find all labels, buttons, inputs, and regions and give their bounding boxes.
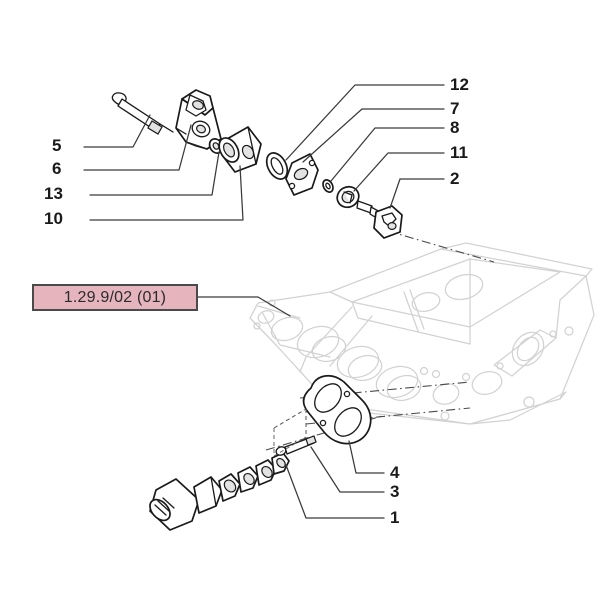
leader-2	[389, 178, 445, 209]
part-number-label: 1.29.9/02 (01)	[63, 288, 167, 306]
leader-10	[89, 165, 244, 221]
part-8-oring	[322, 179, 334, 193]
leader-7	[302, 108, 445, 163]
centerline-upper	[387, 230, 495, 263]
part-10-cylinder	[218, 126, 262, 173]
leader-lines	[83, 84, 445, 519]
callout-bottom-0: 4	[390, 463, 400, 482]
leader-12	[285, 84, 445, 161]
leader-1	[285, 464, 385, 519]
leader-8	[330, 127, 445, 182]
callout-bottom-1: 3	[390, 482, 400, 501]
callout-left-2: 13	[44, 184, 63, 203]
leader-4	[348, 440, 385, 474]
leader-5	[83, 114, 151, 148]
leader-3	[310, 446, 385, 493]
part-number-badge[interactable]: 1.29.9/02 (01)	[32, 284, 198, 311]
callout-right-2: 8	[450, 118, 460, 137]
part-7-flange-plate	[285, 153, 319, 196]
part-1-injector	[149, 452, 290, 531]
leader-6	[83, 124, 192, 171]
leader-11	[353, 152, 445, 192]
intake-manifold-ghost	[249, 242, 595, 425]
callout-bottom-2: 1	[390, 508, 400, 527]
part-2-shaft-bracket	[356, 200, 403, 239]
callout-left-1: 6	[52, 159, 62, 178]
leader-part-number	[197, 296, 291, 317]
callout-right-3: 11	[450, 143, 468, 162]
leader-13	[89, 151, 220, 196]
part-4-gasket	[302, 374, 372, 445]
part-11-grommet	[336, 185, 360, 209]
callout-left-3: 10	[44, 209, 63, 228]
callout-right-4: 2	[450, 169, 460, 188]
part-12-seal-ring	[265, 152, 289, 180]
callout-right-0: 12	[450, 75, 469, 94]
callout-right-1: 7	[450, 99, 460, 118]
part-5-bolt	[111, 92, 174, 135]
part-3-bolt	[275, 435, 317, 456]
part-6-bracket	[175, 89, 222, 150]
callout-left-0: 5	[52, 136, 62, 155]
centerline-lower-b	[299, 381, 471, 399]
